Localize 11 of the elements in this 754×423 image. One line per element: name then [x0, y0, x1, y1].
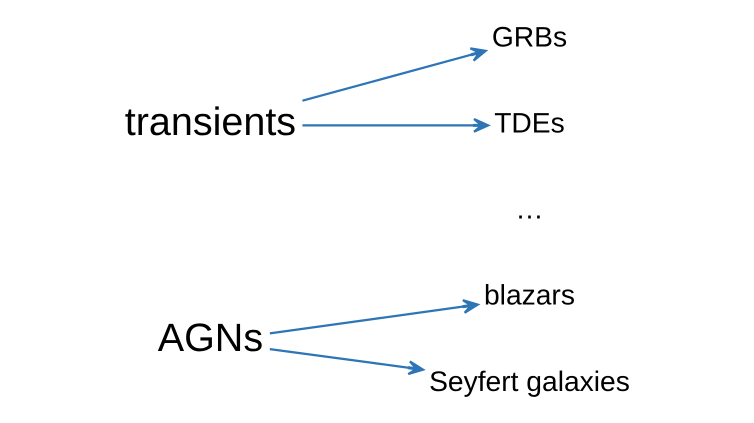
arrow: [270, 348, 424, 376]
arrow: [270, 299, 479, 334]
label: …: [515, 192, 544, 225]
arrow: [302, 47, 487, 102]
arrow: [302, 118, 490, 133]
node-text: GRBs: [492, 20, 568, 52]
node-text: Seyfert galaxies: [429, 364, 630, 397]
node-text: TDEs: [494, 106, 565, 138]
node-text: blazars: [484, 278, 575, 311]
node-text: transients: [124, 100, 296, 144]
node-text: AGNs: [158, 316, 264, 360]
